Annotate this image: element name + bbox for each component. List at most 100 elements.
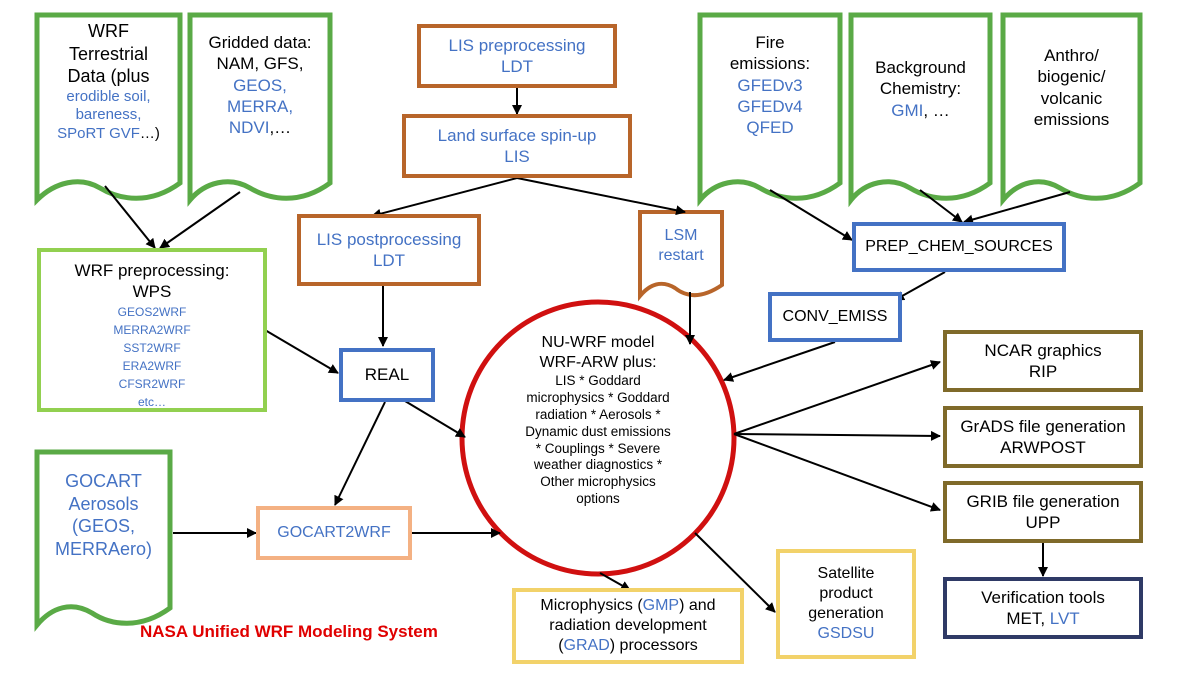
lis-pre-line-1: LIS preprocessing	[448, 35, 586, 55]
gridded-line-2: NAM, GFS,	[216, 54, 304, 74]
gridded-line-3: GEOS,	[233, 75, 287, 95]
gridded-line-4: MERRA,	[226, 96, 294, 116]
terrestrial-data-node: WRF Terrestrial Data (plus erodible soil…	[40, 20, 177, 144]
arrow-real-to-model	[404, 400, 466, 438]
model-line-5: radiation * Aerosols *	[535, 406, 661, 422]
arrow-model-to-ncar	[733, 360, 941, 435]
spinup-line-1: Land surface spin-up	[437, 125, 597, 145]
background-line-3: GMI, …	[891, 100, 950, 121]
grads-box: GrADS file generation ARWPOST	[943, 406, 1143, 468]
gocart-line-2: Aerosols	[68, 493, 139, 514]
microphysics-line-2: radiation development	[549, 617, 707, 634]
arrow-model-to-microphysics	[599, 572, 631, 591]
verification-line-1: Verification tools	[981, 587, 1105, 607]
gridded-line-1: Gridded data:	[208, 33, 312, 52]
lis-postprocessing-box: LIS postprocessing LDT	[297, 214, 481, 286]
background-line-2: Chemistry:	[879, 79, 962, 99]
fire-line-5: QFED	[746, 118, 794, 137]
arrow-real-to-gocart2wrf	[334, 401, 386, 506]
gocart-line-3: (GEOS,	[71, 516, 135, 536]
lsm-restart-node: LSM restart	[642, 226, 720, 266]
wps-line-2: WPS	[132, 282, 172, 302]
gocart-line-1: GOCART	[65, 471, 142, 491]
microphysics-box: Microphysics (GMP) and radiation develop…	[512, 588, 744, 664]
anthro-line-3: volcanic	[1040, 88, 1103, 108]
prep-chem-sources-box: PREP_CHEM_SOURCES	[852, 222, 1066, 272]
model-line-7: * Couplings * Severe	[535, 440, 661, 456]
anthro-line-1: Anthro/	[1044, 46, 1099, 65]
ncar-graphics-box: NCAR graphics RIP	[943, 330, 1143, 392]
arrow-fire-to-prepchem	[769, 189, 853, 241]
arrow-model-to-grads	[733, 430, 941, 441]
mp-line-1-a: Microphysics (	[540, 597, 643, 614]
gocart-aerosols-node: GOCART Aerosols (GEOS, MERRAero)	[40, 470, 167, 560]
terrestrial-line-1: WRF	[88, 21, 129, 41]
lis-post-line-1: LIS postprocessing	[316, 229, 462, 249]
nu-wrf-model-circle	[459, 299, 737, 577]
satellite-line-2: product	[819, 585, 873, 602]
wps-item-geos2wrf: GEOS2WRF	[117, 304, 187, 319]
lsm-line-1: LSM	[664, 227, 698, 244]
microphysics-line-3: (GRAD) processors	[558, 636, 698, 656]
met-text: MET,	[1006, 609, 1050, 628]
ncar-line-1: NCAR graphics	[984, 340, 1102, 360]
model-line-10: options	[576, 491, 620, 507]
lsm-restart-shape	[638, 210, 724, 302]
verification-tools-box: Verification tools MET, LVT	[943, 577, 1143, 639]
land-surface-spinup-box: Land surface spin-up LIS	[402, 114, 632, 178]
satellite-product-box: Satellite product generation GSDSU	[776, 549, 916, 659]
lis-post-line-2: LDT	[372, 251, 406, 270]
fire-line-1: Fire	[755, 33, 785, 52]
prep-chem-label: PREP_CHEM_SOURCES	[865, 238, 1053, 255]
anthro-line-4: emissions	[1033, 109, 1110, 129]
terrestrial-line-6: SPoRT GVF…)	[57, 125, 160, 144]
model-line-2: WRF-ARW plus:	[539, 354, 657, 371]
grads-line-1: GrADS file generation	[960, 416, 1126, 436]
real-label: REAL	[364, 365, 410, 385]
arrow-model-to-satellite	[694, 532, 776, 613]
arrow-anthro-to-prepchem	[963, 191, 1071, 225]
grib-line-2: UPP	[1025, 513, 1061, 532]
wps-item-era2wrf: ERA2WRF	[122, 358, 182, 373]
spinup-line-2: LIS	[504, 147, 530, 166]
terrestrial-line-5: bareness,	[75, 106, 142, 124]
model-line-3: LIS * Goddard	[555, 373, 641, 388]
sport-gvf-text: SPoRT GVF	[57, 125, 140, 142]
background-chemistry-shape	[848, 12, 993, 208]
arrow-spinup-to-lispost	[371, 177, 518, 219]
wps-line-1: WRF preprocessing:	[74, 261, 230, 280]
mp-line-3-c: ) processors	[609, 637, 698, 654]
model-line-1: NU-WRF model	[541, 334, 655, 351]
gridded-data-shape	[187, 12, 333, 207]
grib-line-1: GRIB file generation	[966, 491, 1120, 511]
lsm-line-2: restart	[658, 247, 704, 264]
arrow-spinup-to-lsm	[516, 177, 686, 216]
gridded-line-5-suffix: ,…	[269, 118, 292, 137]
wps-item-sst2wrf: SST2WRF	[123, 340, 181, 355]
gocart2wrf-label: GOCART2WRF	[277, 524, 391, 541]
anthro-emissions-shape	[1000, 12, 1143, 207]
ncar-line-2: RIP	[1028, 362, 1058, 381]
gocart-line-4: MERRAero)	[54, 538, 152, 559]
diagram-title: NASA Unified WRF Modeling System	[140, 622, 438, 641]
background-chemistry-node: Background Chemistry: GMI, …	[854, 57, 987, 121]
lis-pre-line-2: LDT	[500, 57, 534, 76]
lis-preprocessing-box: LIS preprocessing LDT	[417, 24, 617, 88]
terrestrial-data-shape	[34, 12, 183, 207]
fire-emissions-node: Fire emissions: GFEDv3 GFEDv4 QFED	[703, 32, 837, 138]
wps-item-cfsr2wrf: CFSR2WRF	[118, 376, 186, 391]
fire-emissions-shape	[697, 12, 843, 207]
mp-line-1-c: ) and	[679, 597, 716, 614]
fire-line-3: GFEDv3	[737, 75, 803, 95]
background-line-1: Background	[875, 58, 966, 77]
terrestrial-line-2: Terrestrial	[68, 43, 148, 64]
real-box: REAL	[339, 348, 435, 402]
model-line-9: Other microphysics	[540, 474, 656, 490]
wps-box: WRF preprocessing: WPS GEOS2WRF MERRA2WR…	[37, 248, 267, 412]
arrow-wps-to-real	[264, 329, 339, 374]
arrow-model-to-grib	[733, 433, 941, 512]
anthro-emissions-node: Anthro/ biogenic/ volcanic emissions	[1006, 45, 1137, 130]
gocart2wrf-box: GOCART2WRF	[256, 506, 412, 560]
satellite-line-1: Satellite	[817, 565, 875, 582]
